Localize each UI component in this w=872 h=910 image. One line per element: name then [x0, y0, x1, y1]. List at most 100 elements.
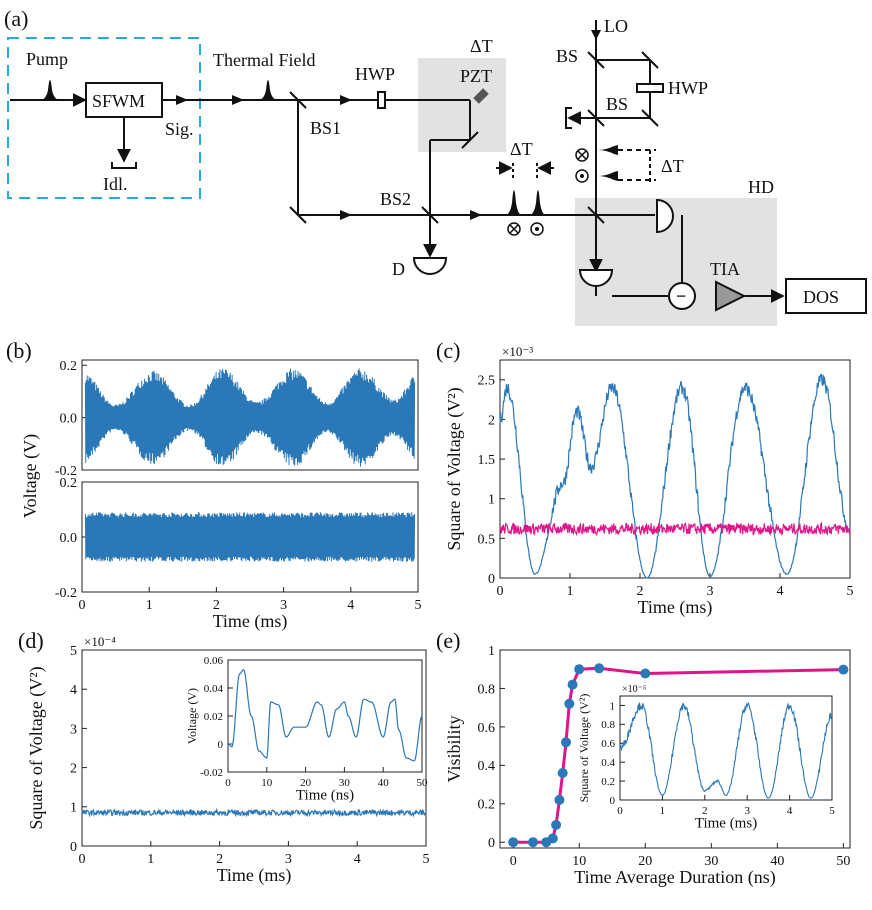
sfwm-label: SFWM — [92, 91, 145, 111]
panel-a-label: (a) — [4, 6, 28, 31]
y-tick-label: 1 — [610, 700, 616, 712]
x-tick-label: 10 — [572, 854, 586, 869]
pzt-delay-box — [418, 58, 506, 152]
data-point-e — [574, 664, 585, 675]
y-tick-label: 0.04 — [204, 683, 224, 695]
signal-label: Sig. — [165, 119, 194, 139]
y-axis-label: Voltage (V) — [185, 688, 199, 744]
data-point-e — [564, 698, 575, 709]
y-tick-label: 2 — [488, 413, 495, 428]
plot-frame-d-inset — [227, 659, 423, 773]
x-tick-label: 0 — [510, 854, 517, 869]
data-point-e — [528, 837, 538, 848]
y-tick-label: 0.2 — [601, 776, 615, 788]
x-axis-label: Time (ms) — [217, 865, 292, 886]
x-tick-label: 20 — [300, 777, 312, 789]
y-tick-label: 0.6 — [478, 721, 496, 736]
chart-b-top: 0.20.0-0.2(b) — [6, 338, 419, 479]
delta-t-right-label: ΔT — [661, 156, 684, 176]
y-tick-label: 0 — [610, 795, 616, 807]
bs2-label: BS2 — [380, 189, 411, 209]
thermal-field-label: Thermal Field — [213, 50, 315, 70]
x-axis-label: Time (ns) — [296, 788, 354, 804]
panel-label: (b) — [6, 338, 32, 363]
hd-detector-bottom-icon — [578, 269, 614, 287]
y-tick-label: 0.4 — [478, 759, 496, 774]
x-tick-label: 3 — [280, 598, 287, 613]
panel-label: (c) — [436, 338, 460, 363]
y-tick-label: 0.02 — [204, 711, 223, 723]
data-point-e — [508, 837, 519, 848]
x-tick-label: 0 — [79, 852, 86, 867]
x-tick-label: 30 — [704, 854, 718, 869]
x-tick-label: 3 — [707, 584, 714, 599]
x-tick-label: 30 — [339, 777, 351, 789]
y-tick-label: 0.8 — [601, 719, 615, 731]
y-tick-label: 1 — [488, 644, 495, 659]
hwp1-label: HWP — [355, 64, 395, 84]
y-tick-label: -0.2 — [55, 586, 77, 601]
y-axis-label: Square of Voltage (V²) — [26, 666, 47, 829]
data-point-e — [567, 679, 578, 690]
x-tick-label: 0 — [497, 584, 504, 599]
y-tick-label: 5 — [70, 644, 77, 659]
x-tick-label: 1 — [567, 584, 574, 599]
x-tick-label: 1 — [146, 598, 153, 613]
x-tick-label: 0 — [225, 777, 231, 789]
pulse-shapes — [40, 80, 618, 215]
data-point-e — [557, 768, 568, 778]
y-axis-label: Square of Voltage (V²) — [577, 694, 591, 803]
y-tick-label: 0.6 — [601, 738, 615, 750]
y-tick-label: 0.5 — [478, 532, 496, 547]
x-axis-label: Time Average Duration (ns) — [574, 867, 775, 888]
y-tick-label: 4 — [70, 683, 77, 698]
x-tick-label: 2 — [637, 584, 644, 599]
detector-d-icon — [412, 257, 448, 275]
y-tick-label: 2.5 — [478, 374, 496, 389]
y-tick-label: 0 — [488, 836, 495, 851]
x-tick-label: 2 — [702, 805, 708, 817]
x-axis-label: Time (ms) — [213, 611, 288, 632]
tia-label: TIA — [710, 259, 740, 279]
panel-label: (d) — [18, 628, 44, 653]
series-line-b-bottom — [84, 512, 416, 562]
tia-amplifier-icon — [715, 280, 747, 312]
idler-label: Idl. — [103, 174, 128, 194]
x-axis-label: Time (ms) — [695, 816, 757, 832]
y-tick-label: 0.4 — [601, 757, 615, 769]
delta-t-top-label: ΔT — [470, 36, 493, 56]
x-tick-label: 4 — [787, 805, 793, 817]
y-tick-label: 2 — [70, 762, 77, 777]
data-point-e — [554, 794, 565, 805]
x-tick-label: 5 — [423, 852, 430, 867]
scale-factor-label: ×10⁻³ — [502, 344, 533, 359]
detector-d-label: D — [392, 259, 405, 279]
hwp2-label: HWP — [668, 78, 708, 98]
scale-factor-label: ×10⁻⁵ — [622, 684, 646, 695]
data-point-e — [640, 668, 651, 679]
series-line-d — [81, 807, 427, 818]
y-axis-label: Square of Voltage (V²) — [444, 387, 465, 550]
hd-label: HD — [748, 177, 774, 197]
x-tick-label: 4 — [354, 852, 361, 867]
series-line-b-top — [84, 368, 416, 467]
x-tick-label: 3 — [744, 805, 750, 817]
panel-label: (e) — [436, 628, 460, 653]
series-line-c-reference — [499, 521, 851, 537]
y-tick-label: 0.8 — [478, 682, 496, 697]
subtractor-sign: − — [676, 286, 686, 306]
y-tick-label: 0.0 — [60, 412, 78, 427]
x-tick-label: 5 — [829, 805, 835, 817]
y-axis-label: Voltage (V) — [20, 434, 41, 518]
y-tick-label: 0 — [70, 840, 77, 855]
pump-label: Pump — [26, 49, 68, 69]
y-tick-label: -0.2 — [55, 464, 77, 479]
y-tick-label: -0.02 — [200, 767, 223, 779]
x-tick-label: 3 — [285, 852, 292, 867]
series-line-c-interference — [499, 373, 851, 579]
x-tick-label: 50 — [417, 777, 429, 789]
subtractor-icon — [668, 282, 696, 310]
